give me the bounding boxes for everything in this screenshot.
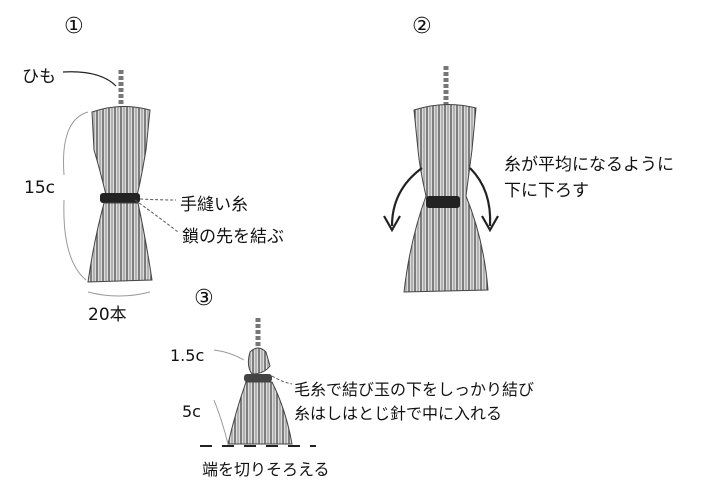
thread-label: 手縫い糸 [180, 195, 248, 215]
step2-left-arrow [390, 167, 423, 227]
step-3-number: ③ [194, 286, 214, 311]
step1-upper-bundle [91, 106, 151, 196]
step3-yarn-wrap [244, 374, 272, 382]
head-length-label: 1.5c [170, 346, 205, 365]
cord-label: ひも [22, 67, 56, 87]
step1-lower-bundle [87, 202, 153, 283]
step-1-number: ① [64, 14, 84, 39]
step1-thread-wrap [100, 193, 140, 203]
length-15c-label: 15c [24, 178, 55, 198]
strand-count-label: 20本 [88, 305, 127, 325]
step2-thread-wrap [426, 196, 460, 208]
step3-instruction-line2: 糸はしはとじ針で中に入れる [294, 404, 503, 423]
step3-head [247, 347, 271, 375]
step3-tassel [200, 318, 316, 447]
step2-right-arrow [469, 167, 492, 227]
body-length-label: 5c [182, 402, 201, 421]
step2-instruction-line2: 下に下ろす [504, 181, 589, 201]
step1-length-bracket [63, 111, 89, 281]
step3-skirt [227, 381, 293, 445]
step1-tassel [62, 70, 179, 297]
step2-tassel [383, 66, 499, 293]
step2-instruction-line1: 糸が平均になるように [504, 155, 674, 175]
step3-instruction-line1: 毛糸で結び玉の下をしっかり結び [294, 380, 535, 399]
trim-label: 端を切りそろえる [202, 460, 330, 479]
chain-label: 鎖の先を結ぶ [182, 227, 284, 247]
step-2-number: ② [412, 14, 432, 39]
